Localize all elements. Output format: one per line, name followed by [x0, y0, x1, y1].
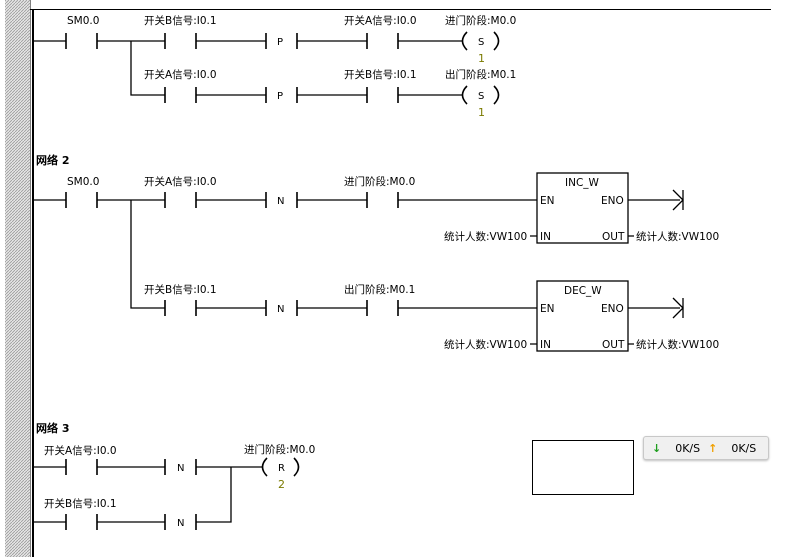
- set-coil-label-2: S: [478, 91, 484, 102]
- contact-switch-b-label: 开关B信号:I0.1: [144, 14, 217, 27]
- coil-exit-label: 出门阶段:M0.1: [445, 68, 516, 81]
- network-speed-widget[interactable]: ↓ 0K/S ↑ 0K/S: [643, 436, 769, 460]
- reset-coil-enter[interactable]: [261, 457, 300, 477]
- inc-w-out-operand: 统计人数:VW100: [636, 230, 719, 243]
- set-coil-exit[interactable]: [461, 85, 500, 105]
- contact-sm00[interactable]: [65, 33, 98, 49]
- editor-gutter: [5, 0, 30, 557]
- inc-w-en: EN: [540, 195, 555, 207]
- dec-w-en: EN: [540, 303, 555, 315]
- network-2-title: 网络 2: [36, 153, 69, 167]
- dec-w-in-operand: 统计人数:VW100: [444, 338, 527, 351]
- empty-network-box[interactable]: [532, 440, 634, 495]
- dec-w-box[interactable]: DEC_W EN ENO IN OUT: [536, 280, 629, 352]
- set-coil-enter[interactable]: [461, 31, 500, 51]
- contact-switch-a-2[interactable]: [164, 87, 197, 103]
- coil-enter-label: 进门阶段:M0.0: [445, 14, 516, 27]
- contact-switch-b[interactable]: [164, 33, 197, 49]
- contact-enter-label-n2: 进门阶段:M0.0: [344, 175, 415, 188]
- positive-edge-label: P: [277, 37, 283, 48]
- contact-switch-b-2[interactable]: [366, 87, 399, 103]
- contact-switch-b-label-n2: 开关B信号:I0.1: [144, 283, 217, 296]
- reset-coil-label: R: [278, 463, 285, 474]
- contact-sm00-label-n2: SM0.0: [67, 176, 99, 188]
- upload-arrow-icon: ↑: [708, 441, 718, 455]
- network-3-title: 网络 3: [36, 421, 69, 435]
- contact-switch-a-label-n3: 开关A信号:I0.0: [44, 444, 117, 457]
- contact-sm00-label: SM0.0: [67, 15, 99, 27]
- negative-edge-label: N: [277, 196, 284, 207]
- contact-enter-n2[interactable]: [366, 192, 399, 208]
- reset-coil-count: 2: [278, 478, 285, 491]
- contact-switch-b-n2[interactable]: [164, 300, 197, 316]
- contact-switch-a-n3[interactable]: [65, 459, 98, 475]
- inc-w-title: INC_W: [565, 177, 600, 189]
- set-coil-count: 1: [478, 52, 485, 65]
- dec-w-eno: ENO: [601, 303, 624, 315]
- dec-w-out-operand: 统计人数:VW100: [636, 338, 719, 351]
- dec-w-in: IN: [540, 339, 551, 351]
- network-2[interactable]: 网络 2 SM0.0 开关A信号:I0.0 N 进门阶段:M0.0 INC_W …: [33, 153, 719, 352]
- contact-switch-b-label-2: 开关B信号:I0.1: [344, 68, 417, 81]
- network-1[interactable]: SM0.0 开关B信号:I0.1 P 开关A信号:I0.0 进门阶段:M0.0 …: [33, 14, 516, 119]
- contact-switch-a[interactable]: [366, 33, 399, 49]
- contact-switch-b-label-n3: 开关B信号:I0.1: [44, 497, 117, 510]
- upload-speed: 0K/S: [731, 441, 757, 455]
- coil-enter-label-n3: 进门阶段:M0.0: [244, 443, 315, 456]
- contact-switch-a-n2[interactable]: [164, 192, 197, 208]
- negative-edge-label-n3-2: N: [177, 518, 184, 529]
- negative-edge-label-2: N: [277, 304, 284, 315]
- download-speed: 0K/S: [675, 441, 701, 455]
- contact-switch-b-n3[interactable]: [65, 514, 98, 530]
- inc-w-out: OUT: [602, 231, 625, 243]
- contact-switch-a-label-2: 开关A信号:I0.0: [144, 68, 217, 81]
- inc-w-box[interactable]: INC_W EN ENO IN OUT: [536, 172, 629, 244]
- positive-edge-label-2: P: [277, 91, 283, 102]
- contact-switch-a-label-n2: 开关A信号:I0.0: [144, 175, 217, 188]
- set-coil-label: S: [478, 37, 484, 48]
- contact-switch-a-label: 开关A信号:I0.0: [344, 14, 417, 27]
- contact-exit-n2[interactable]: [366, 300, 399, 316]
- dec-w-out: OUT: [602, 339, 625, 351]
- negative-edge-label-n3: N: [177, 463, 184, 474]
- inc-w-eno: ENO: [601, 195, 624, 207]
- contact-exit-label-n2: 出门阶段:M0.1: [344, 283, 415, 296]
- contact-sm00-n2[interactable]: [65, 192, 98, 208]
- dec-w-title: DEC_W: [564, 285, 602, 297]
- inc-w-in: IN: [540, 231, 551, 243]
- inc-w-in-operand: 统计人数:VW100: [444, 230, 527, 243]
- set-coil-count-2: 1: [478, 106, 485, 119]
- network-3[interactable]: 网络 3 开关A信号:I0.0 N 进门阶段:M0.0 R 2 开关B信号:I0…: [33, 421, 315, 530]
- download-arrow-icon: ↓: [652, 441, 662, 455]
